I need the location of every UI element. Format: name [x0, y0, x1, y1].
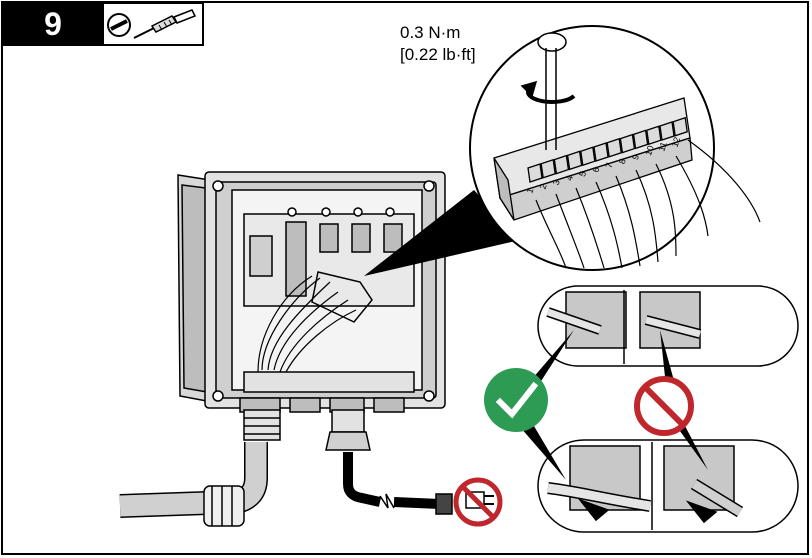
- prohibited-icon: [637, 379, 691, 433]
- terminal-tooth: [554, 156, 568, 174]
- terminal-tooth: [581, 147, 595, 165]
- terminal-tooth: [594, 143, 608, 161]
- cable-gland: [326, 410, 452, 514]
- checkmark-icon: [484, 368, 548, 432]
- detail-top: [538, 286, 798, 366]
- terminal-tooth: [568, 151, 582, 169]
- conduit-left: [120, 410, 280, 526]
- terminal-tooth: [620, 135, 634, 153]
- terminal-tooth: [607, 139, 621, 157]
- terminal-tooth: [673, 118, 687, 136]
- no-plug-icon: [456, 480, 500, 524]
- detail-bottom: [538, 440, 798, 532]
- terminal-tooth: [541, 160, 555, 178]
- controller-enclosure: [178, 172, 445, 412]
- terminal-tooth: [528, 164, 542, 182]
